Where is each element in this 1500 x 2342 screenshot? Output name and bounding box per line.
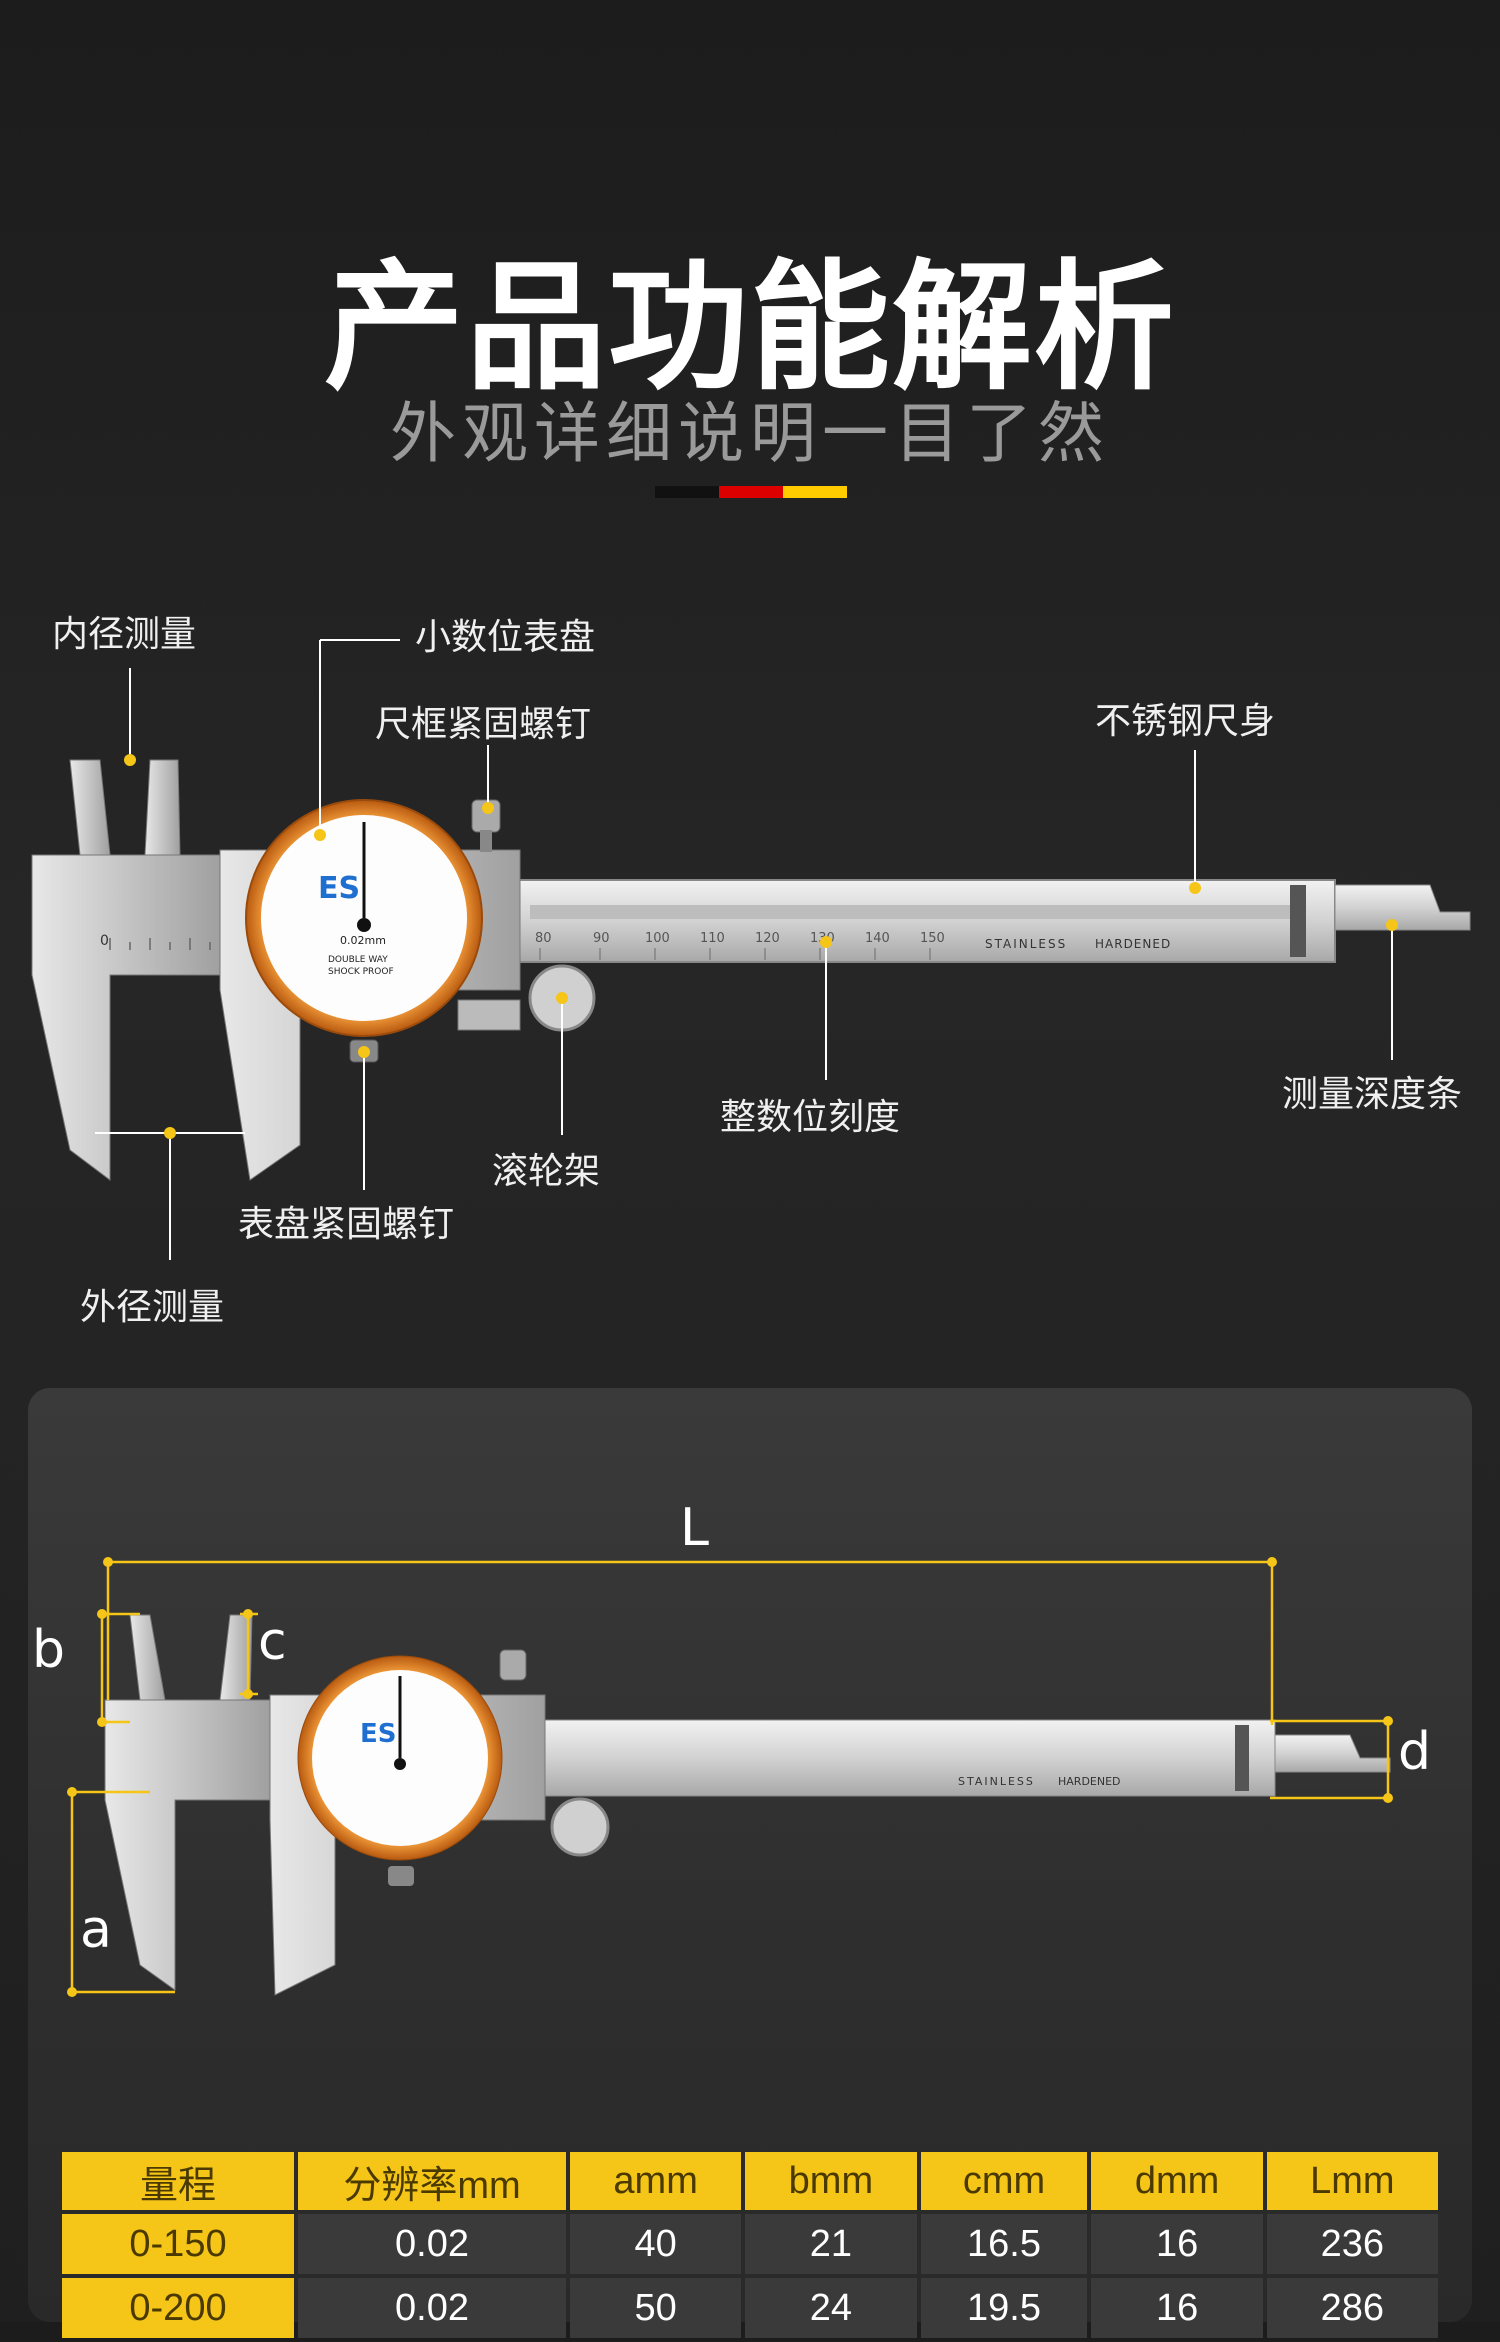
spec-header-range: 量程 <box>62 2152 294 2210</box>
caliper-feature-diagram: 0 80 90 100 110 120 130 140 150 STAINLES… <box>31 639 1471 1260</box>
callout-integer-scale: 整数位刻度 <box>720 1097 901 1138</box>
fixed-scale-ticks <box>109 938 211 950</box>
callout-frame-screw: 尺框紧固螺钉 <box>375 704 592 745</box>
table-cell: 16.5 <box>920 2214 1088 2274</box>
page-subtitle: 外观详细说明一目了然 <box>390 395 1110 472</box>
spec-header-resolution: 分辨率mm <box>298 2152 566 2210</box>
table-row: 0-200 0.02 50 24 19.5 16 286 <box>62 2278 1438 2338</box>
table-cell: 24 <box>745 2278 917 2338</box>
dim-beam-stop <box>1235 1725 1249 1791</box>
scale-mark-80: 80 <box>535 931 552 946</box>
callout-depth-bar: 测量深度条 <box>1282 1074 1463 1115</box>
dim-roller-wheel <box>550 1797 610 1857</box>
dimension-dots <box>67 1557 1393 1997</box>
table-cell: 0-200 <box>62 2278 294 2338</box>
beam-groove <box>530 905 1290 919</box>
scale-mark-140: 140 <box>865 931 890 946</box>
table-cell: 0.02 <box>298 2214 566 2274</box>
flag-stripe-red <box>719 486 783 498</box>
sliding-inner-jaw <box>144 759 181 856</box>
dim-dial-brand: ES <box>360 1719 397 1749</box>
table-row: 0-150 0.02 40 21 16.5 16 236 <box>62 2214 1438 2274</box>
table-cell: 40 <box>570 2214 742 2274</box>
dial-resolution: 0.02mm <box>340 934 386 947</box>
page-title: 产品功能解析 <box>323 247 1176 410</box>
dim-label-a: a <box>80 1900 112 1960</box>
dial-line2: SHOCK PROOF <box>328 967 394 977</box>
callout-inner-measure: 内径测量 <box>52 614 197 655</box>
table-cell: 0-150 <box>62 2214 294 2274</box>
table-cell: 236 <box>1266 2214 1438 2274</box>
dim-depth-tip <box>1274 1734 1391 1773</box>
callout-stainless-body: 不锈钢尺身 <box>1095 701 1276 742</box>
spec-header-row: 量程 分辨率mm amm bmm cmm dmm Lmm <box>62 2152 1438 2210</box>
table-cell: 0.02 <box>298 2278 566 2338</box>
flag-color-bar <box>655 486 847 498</box>
dim-frame-screw <box>499 1649 527 1681</box>
dim-label-b: b <box>32 1620 66 1680</box>
table-cell: 19.5 <box>920 2278 1088 2338</box>
spec-header-L: Lmm <box>1266 2152 1438 2210</box>
spec-header-a: amm <box>570 2152 742 2210</box>
frame-screw-stem <box>480 830 492 852</box>
table-cell: 16 <box>1091 2214 1263 2274</box>
dim-dial-hub <box>394 1758 406 1770</box>
table-cell: 50 <box>570 2278 742 2338</box>
dim-fixed-inner-jaw <box>129 1614 166 1701</box>
beam-end-stop <box>1290 885 1306 957</box>
callout-dots <box>124 754 1398 1139</box>
dial-brand: ES <box>318 871 360 906</box>
dial-hub <box>357 918 371 932</box>
spec-header-b: bmm <box>745 2152 917 2210</box>
scale-mark-120: 120 <box>755 931 780 946</box>
flag-stripe-black <box>655 486 719 498</box>
callout-roller-frame: 滚轮架 <box>492 1151 601 1192</box>
depth-bar-tip <box>1334 884 1471 931</box>
dim-label-L: L <box>680 1498 709 1558</box>
callout-lines <box>95 639 1393 1260</box>
table-cell: 286 <box>1266 2278 1438 2338</box>
dim-label-c: c <box>258 1612 287 1672</box>
dim-dial-screw <box>388 1866 414 1886</box>
scale-mark-110: 110 <box>700 931 725 946</box>
scale-mark-100: 100 <box>645 931 670 946</box>
dim-label-d: d <box>1398 1722 1432 1782</box>
dial-line1: DOUBLE WAY <box>328 955 388 965</box>
dim-stamp-hardened: HARDENED <box>1058 1775 1121 1788</box>
scale-mark-90: 90 <box>593 931 610 946</box>
callout-small-dial: 小数位表盘 <box>415 617 596 658</box>
flag-stripe-gold <box>783 486 847 498</box>
spec-header-c: cmm <box>920 2152 1088 2210</box>
fixed-inner-jaw <box>69 759 111 856</box>
spec-header-d: dmm <box>1091 2152 1263 2210</box>
scale-zero-mark: 0 <box>100 933 109 949</box>
dim-fixed-jaw <box>104 1699 271 1991</box>
spec-table: 量程 分辨率mm amm bmm cmm dmm Lmm 0-150 0.02 … <box>58 2148 1442 2342</box>
main-scale-ticks <box>539 948 931 960</box>
table-cell: 21 <box>745 2214 917 2274</box>
table-cell: 16 <box>1091 2278 1263 2338</box>
dim-stamp-stainless: STAINLESS <box>958 1775 1035 1788</box>
stamp-stainless: STAINLESS <box>985 937 1067 951</box>
callout-dial-screw: 表盘紧固螺钉 <box>238 1204 455 1245</box>
callout-outer-measure: 外径测量 <box>80 1287 225 1328</box>
scale-mark-150: 150 <box>920 931 945 946</box>
roller-gear <box>457 999 521 1031</box>
stamp-hardened: HARDENED <box>1095 937 1171 951</box>
